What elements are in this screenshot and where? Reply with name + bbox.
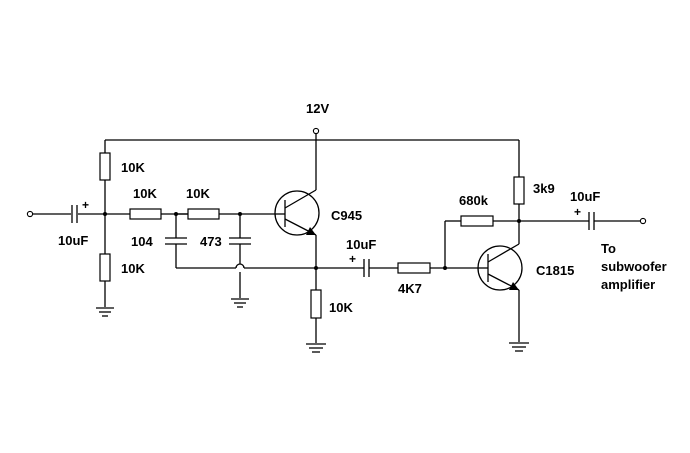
- input-capacitor: [71, 205, 105, 223]
- coupling-capacitor-label: 10uF: [346, 237, 376, 252]
- filter-capacitor-1-label: 104: [131, 234, 153, 249]
- transistor-q1: [274, 140, 320, 290]
- transistor-q1-label: C945: [331, 208, 362, 223]
- transistor-q2: [477, 243, 523, 342]
- base-resistor-label: 4K7: [398, 281, 422, 296]
- input-capacitor-plus: +: [82, 198, 89, 212]
- supply-label: 12V: [306, 101, 329, 116]
- bias-resistor-top: [99, 140, 111, 214]
- series-resistor-2-label: 10K: [186, 186, 210, 201]
- ground-emitter: [306, 343, 326, 353]
- collector-resistor: [513, 140, 525, 244]
- input-terminal: [26, 210, 71, 218]
- feedback-resistor: [444, 215, 519, 268]
- supply-rail: [105, 127, 519, 141]
- coupling-capacitor-plus: +: [349, 252, 356, 266]
- output-capacitor-label: 10uF: [570, 189, 600, 204]
- bias-resistor-bottom-label: 10K: [121, 261, 145, 276]
- ground-q2: [509, 342, 529, 352]
- series-resistor-1-label: 10K: [133, 186, 157, 201]
- collector-resistor-label: 3k9: [533, 181, 555, 196]
- filter-capacitor-2-label: 473: [200, 234, 222, 249]
- ground-bias: [96, 307, 114, 317]
- transistor-q2-label: C1815: [536, 263, 574, 278]
- filter-capacitor-2: [229, 214, 251, 298]
- output-capacitor-plus: +: [574, 205, 581, 219]
- output-terminal: [639, 217, 647, 225]
- ground-filter: [231, 298, 249, 308]
- input-capacitor-label: 10uF: [58, 233, 88, 248]
- output-capacitor: [519, 212, 640, 230]
- bias-resistor-top-label: 10K: [121, 160, 145, 175]
- bias-resistor-bottom: [99, 214, 111, 307]
- filter-capacitor-1: [165, 214, 187, 268]
- output-note-line-2: subwoofer: [601, 259, 667, 274]
- output-note-line-3: amplifier: [601, 277, 655, 292]
- feedback-resistor-label: 680k: [459, 193, 489, 208]
- emitter-resistor: [310, 289, 322, 343]
- coupling-capacitor: [316, 259, 398, 277]
- emitter-resistor-label: 10K: [329, 300, 353, 315]
- series-resistor-2: [176, 208, 275, 220]
- output-note-line-1: To: [601, 241, 616, 256]
- base-resistor: [397, 262, 479, 274]
